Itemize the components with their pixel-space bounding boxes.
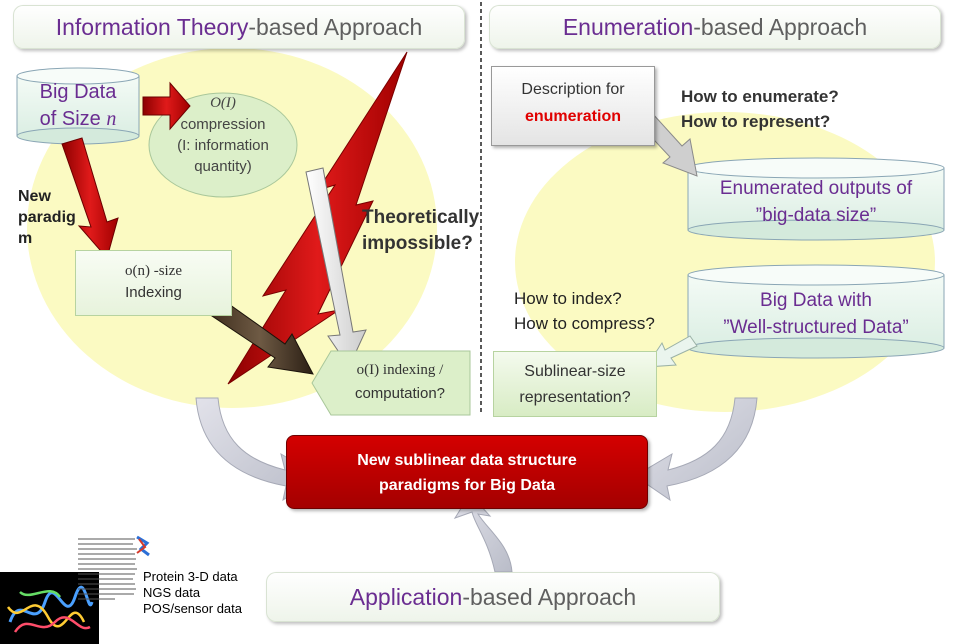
header-application-rest: -based Approach (462, 583, 637, 610)
header-application: Application-based Approach (266, 572, 720, 622)
description-box: Description for enumeration (491, 66, 655, 146)
oi-box-shape (311, 350, 471, 416)
impossible-label: Theoretically impossible? (362, 207, 480, 254)
sublinear-box: Sublinear-size representation? (493, 351, 657, 417)
enum-outputs-label: Enumerated outputs of ”big-data size” (719, 178, 913, 226)
arrow-to-indexing (61, 137, 119, 260)
header-info-theory-main: Information Theory (55, 13, 249, 40)
arrow-compression-to-oi (305, 167, 367, 369)
new-paradigm-label: New paradig m (18, 188, 76, 247)
compression-ellipse (148, 92, 298, 198)
application-item-protein: Protein 3-D data (143, 569, 238, 584)
arrow-structured-to-sublinear (645, 335, 698, 368)
arrow-to-compression (142, 81, 191, 131)
header-application-main: Application (349, 583, 463, 610)
header-enumeration: Enumeration-based Approach (489, 5, 941, 49)
big-data-label: Big Data of Size n (39, 81, 117, 130)
application-item-ngs: NGS data (143, 585, 201, 600)
well-structured-data-cylinder (687, 264, 945, 359)
curved-arrow-right (634, 397, 758, 502)
application-data-list: Protein 3-D data NGS data POS/sensor dat… (143, 569, 242, 617)
oi-box-label: o(I) indexing / computation? (354, 362, 446, 402)
enum-questions: How to enumerate? How to represent? (681, 87, 839, 131)
well-structured-label: Big Data with ”Well-structured Data” (723, 290, 909, 338)
application-item-pos: POS/sensor data (143, 601, 242, 616)
header-info-theory-rest: -based Approach (248, 13, 423, 40)
header-enumeration-rest: -based Approach (693, 13, 868, 40)
header-enumeration-main: Enumeration (562, 13, 694, 40)
center-paradigm-box: New sublinear data structure paradigms f… (286, 435, 648, 509)
sequence-data-image (78, 535, 150, 600)
compression-label: O(I) compression (I: information quantit… (177, 95, 269, 175)
index-questions: How to index? How to compress? (514, 289, 655, 333)
header-info-theory: Information Theory-based Approach (13, 5, 465, 49)
indexing-box: o(n) -size Indexing (75, 250, 232, 316)
enumerated-outputs-cylinder (687, 157, 945, 241)
